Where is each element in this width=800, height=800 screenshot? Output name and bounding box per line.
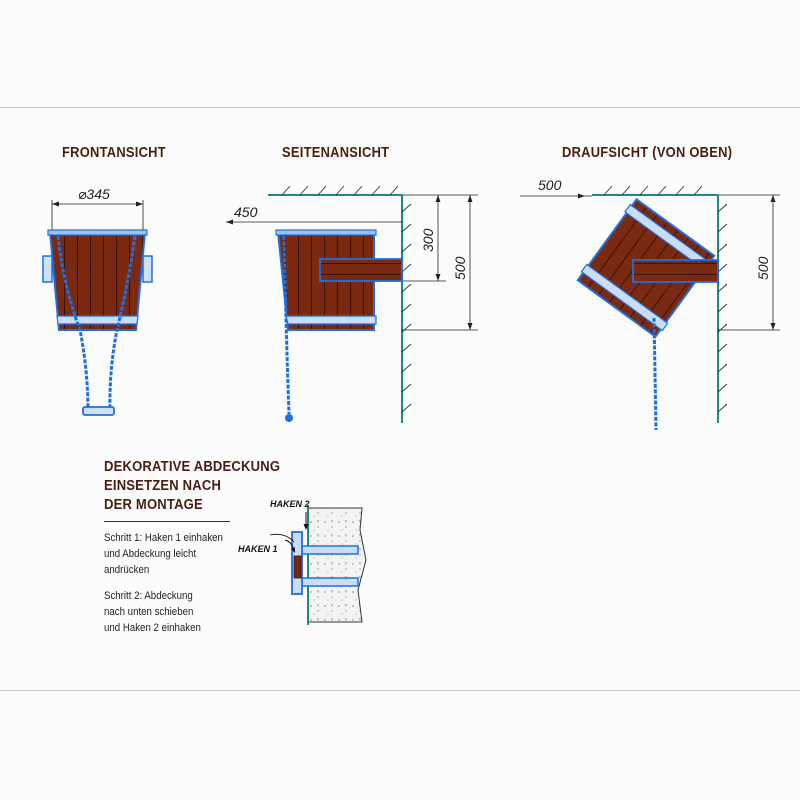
hook1-arrowhead (291, 547, 295, 553)
hook1-label: HAKEN 1 (238, 544, 278, 554)
step-1-line-3: andrücken (104, 564, 150, 576)
step-2-line-3: und Haken 2 einhaken (104, 622, 201, 634)
side-ceiling-hatch (281, 185, 399, 196)
frame-top-line (0, 107, 800, 108)
hook2-label: HAKEN 2 (270, 499, 310, 509)
top-depth-arrow (578, 193, 585, 199)
front-chain-left (56, 235, 90, 413)
side-wall-arm (319, 258, 403, 282)
side-view: 450 300 500 (226, 185, 478, 423)
side-bottom-band (285, 315, 377, 325)
top-depth-label: 500 (538, 177, 562, 193)
step-2-line-1: Schritt 2: Abdeckung (104, 590, 193, 602)
side-depth-arrow (226, 219, 233, 225)
top-chain (652, 317, 658, 431)
side-depth-label: 450 (234, 204, 258, 220)
side-dim-300-label: 300 (420, 228, 436, 252)
front-view-title: FRONTANSICHT (62, 144, 166, 161)
step-2-line-2: nach unten schieben (104, 606, 194, 618)
front-diameter-label: ⌀345 (78, 186, 110, 202)
top-wall-hatch (717, 203, 728, 413)
front-view: ⌀345 (42, 186, 153, 416)
step-1-line-1: Schritt 1: Haken 1 einhaken (104, 532, 223, 544)
front-rim-band (47, 229, 148, 236)
hook1-leader (269, 533, 295, 543)
step-1-line-2: und Abdeckung leicht (104, 548, 197, 560)
step-1-text: Schritt 1: Haken 1 einhaken und Abdeckun… (104, 530, 244, 578)
side-chain-end (285, 414, 293, 422)
top-band-lower (580, 263, 669, 332)
frame-bottom-line (0, 690, 800, 691)
detail-arm-lower (299, 577, 359, 587)
hook2-arrowhead (303, 524, 309, 530)
front-bracket-right (142, 255, 153, 283)
detail-concrete (307, 507, 367, 623)
decorative-title-line-3: DER MONTAGE (104, 497, 203, 513)
top-ceiling-hatch (603, 185, 703, 196)
side-chain (282, 235, 291, 415)
decorative-title-line-2: EINSETZEN NACH (104, 478, 222, 494)
side-view-title: SEITENANSICHT (282, 144, 390, 161)
top-dim-500-label: 500 (755, 256, 771, 280)
decorative-title-rule (104, 521, 230, 522)
side-wall-hatch (401, 203, 412, 413)
front-bracket-left (42, 255, 53, 283)
top-view: 500 500 (520, 177, 780, 431)
decorative-cover-title: DEKORATIVE ABDECKUNG EINSETZEN NACH DER … (104, 458, 334, 515)
detail-wood-insert (293, 555, 302, 579)
front-chain-right (108, 235, 137, 413)
step-2-text: Schritt 2: Abdeckung nach unten schieben… (104, 588, 244, 636)
front-handle (82, 406, 115, 416)
top-view-title: DRAUFSICHT (VON OBEN) (562, 144, 733, 161)
detail-arm-upper (299, 545, 359, 555)
side-dim-500-label: 500 (452, 256, 468, 280)
front-bottom-band (56, 315, 139, 325)
side-rim-band (275, 229, 377, 236)
cover-detail: HAKEN 2 HAKEN 1 (238, 499, 367, 625)
top-wall-arm (632, 259, 719, 283)
decorative-title-line-1: DEKORATIVE ABDECKUNG (104, 459, 281, 475)
